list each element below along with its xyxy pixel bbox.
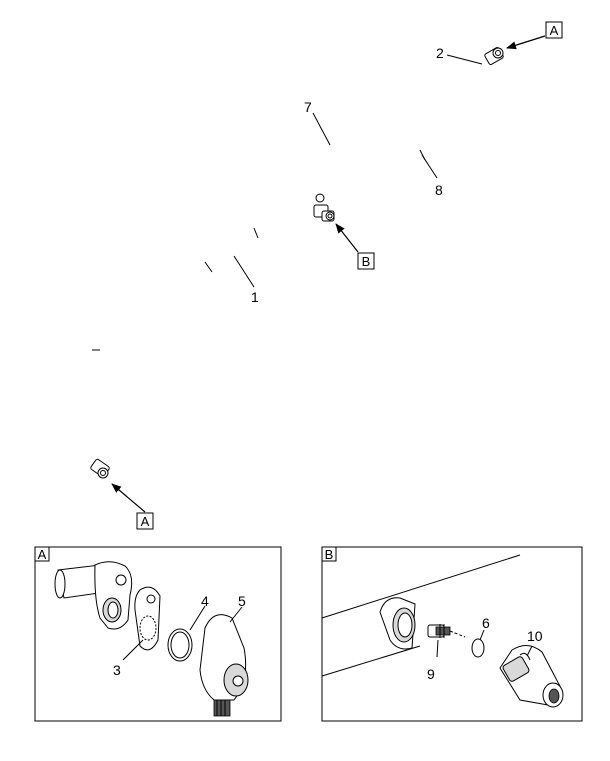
fitting-5: [199, 614, 249, 717]
tube-assembly: [89, 47, 514, 479]
detail-a-panel: A: [34, 546, 282, 722]
detail-a-label: A: [38, 547, 47, 562]
upper-end-fitting: [484, 47, 504, 65]
callout-8: 8: [435, 182, 443, 198]
callout-3: 3: [113, 662, 121, 678]
main-leaders: [233, 54, 483, 288]
callout-6: 6: [482, 615, 490, 631]
detail-a-flange: [94, 561, 133, 630]
ref-box-a-bottom: A: [136, 512, 154, 530]
tube-1: [89, 207, 325, 473]
ref-box-a-top: A: [545, 21, 563, 39]
reference-arrows: [111, 35, 546, 513]
callout-5: 5: [238, 593, 246, 609]
detail-b-manifold: [321, 554, 521, 677]
callout-2: 2: [436, 45, 444, 61]
callout-1: 1: [251, 289, 259, 305]
o-ring-4: [167, 628, 193, 662]
arrow-a-top: [506, 35, 546, 50]
detail-b-label: B: [325, 547, 334, 562]
arrow-a-bottom: [111, 483, 146, 513]
detail-b-panel: B 9 6 1: [321, 546, 583, 722]
ref-label-a-bottom: A: [141, 514, 150, 529]
detail-a-shaft: [54, 564, 107, 599]
tube-8: [407, 59, 514, 161]
ref-box-b: B: [357, 252, 375, 270]
ref-label-b: B: [362, 254, 371, 269]
arrow-b: [335, 223, 359, 253]
gasket-3: [134, 586, 161, 651]
callout-10: 10: [527, 628, 543, 644]
lower-end-fitting: [90, 458, 110, 479]
ref-label-a-top: A: [550, 23, 559, 38]
o-ring-6: [471, 638, 485, 658]
callout-4: 4: [201, 593, 209, 609]
valve-9: [427, 624, 466, 638]
callout-7: 7: [304, 99, 312, 115]
sensor-10: [499, 645, 564, 708]
callout-9: 9: [427, 666, 435, 682]
hose-7: [315, 139, 423, 203]
mid-fitting-b: [313, 204, 335, 222]
